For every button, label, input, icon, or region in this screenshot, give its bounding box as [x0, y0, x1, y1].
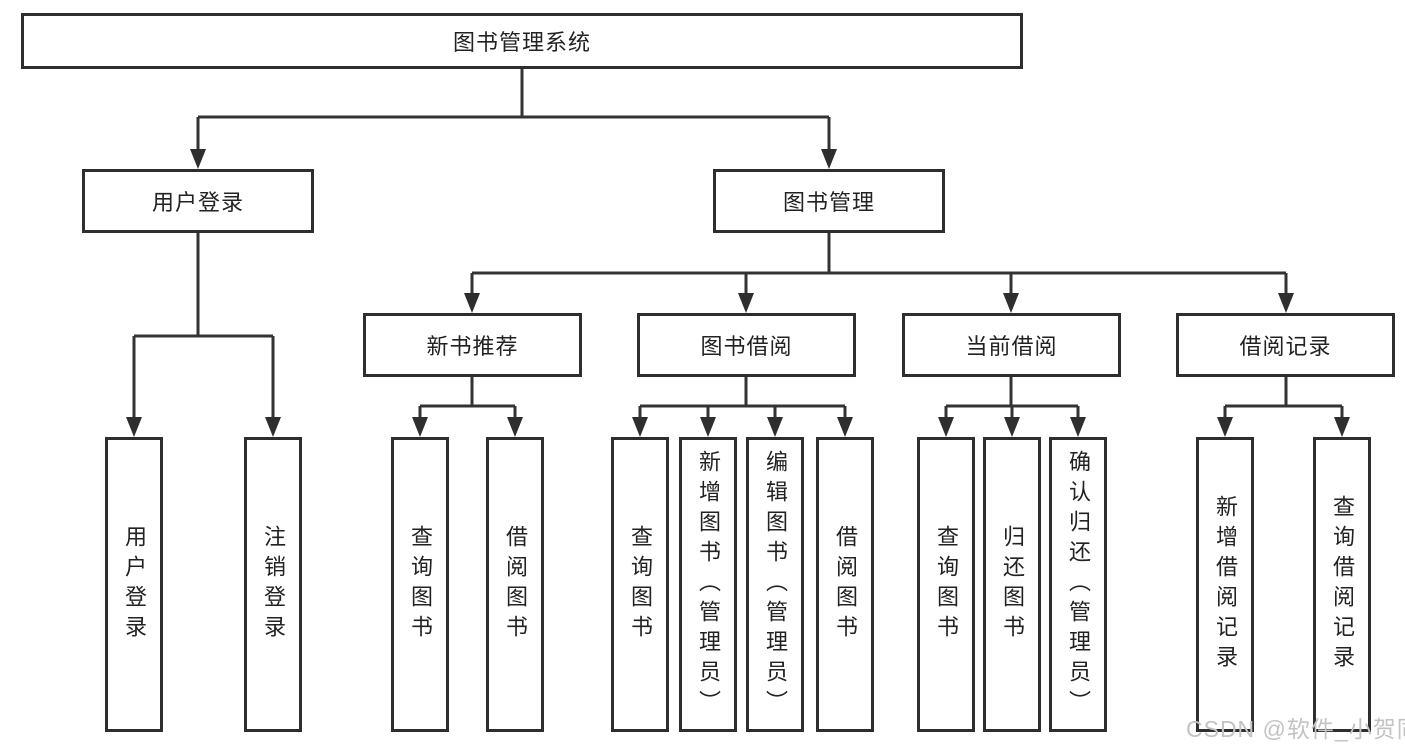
- node-root: 图书管理系统: [21, 13, 1023, 69]
- leaf-query-book-recommend: 查询图书: [391, 437, 449, 732]
- node-user-login: 用户登录: [82, 169, 314, 233]
- leaf-edit-book-admin: 编辑图书（管理员）: [746, 437, 804, 732]
- leaf-query-borrow-record: 查询借阅记录: [1313, 437, 1371, 732]
- watermark: CSDN @软件_小贺同学: [1186, 716, 1405, 742]
- leaf-query-book-borrow: 查询图书: [611, 437, 669, 732]
- leaf-add-borrow-record: 新增借阅记录: [1196, 437, 1254, 732]
- node-book-borrow: 图书借阅: [637, 313, 856, 377]
- leaf-return-book: 归还图书: [983, 437, 1041, 732]
- leaf-query-book-current: 查询图书: [917, 437, 975, 732]
- node-borrow-record: 借阅记录: [1176, 313, 1395, 377]
- node-new-book-recommend: 新书推荐: [363, 313, 582, 377]
- node-book-management: 图书管理: [713, 169, 945, 233]
- leaf-borrow-book-recommend: 借阅图书: [486, 437, 544, 732]
- leaf-user-login: 用户登录: [105, 437, 163, 732]
- node-current-borrow: 当前借阅: [902, 313, 1121, 377]
- leaf-confirm-return-admin: 确认归还（管理员）: [1049, 437, 1107, 732]
- leaf-logout: 注销登录: [244, 437, 302, 732]
- leaf-borrow-book-borrow: 借阅图书: [816, 437, 874, 732]
- leaf-add-book-admin: 新增图书（管理员）: [679, 437, 737, 732]
